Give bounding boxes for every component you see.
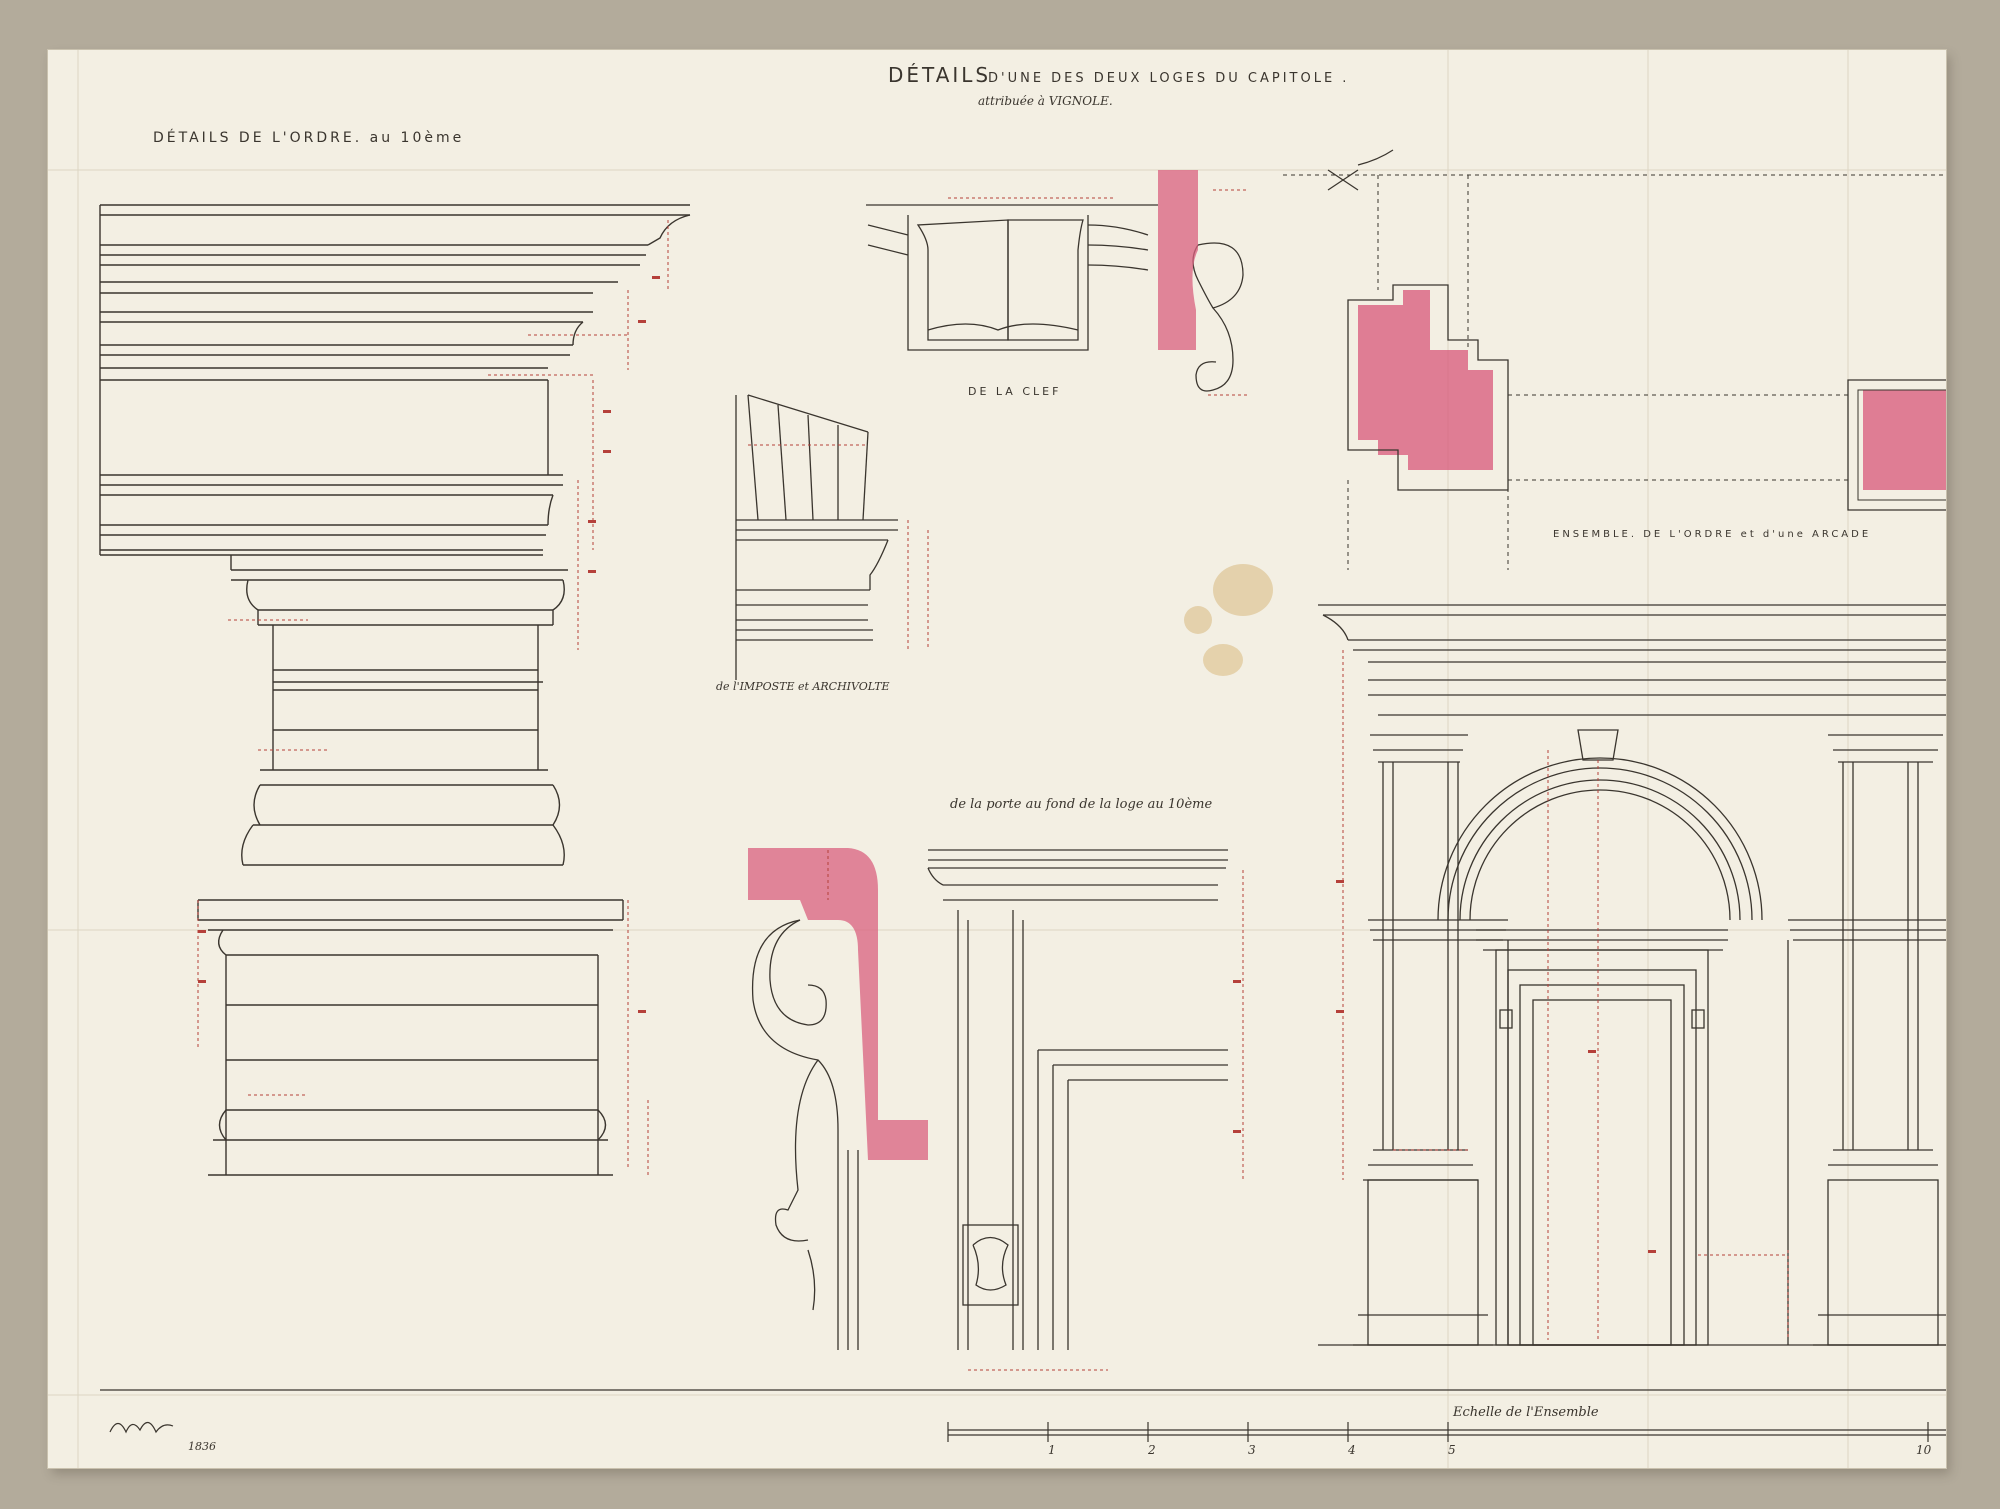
sheet-subtitle: attribuée à VIGNOLE. bbox=[978, 94, 1113, 108]
scale-number-10: 10 bbox=[1916, 1443, 1932, 1457]
porte-caption: de la porte au fond de la loge au 10ème bbox=[950, 797, 1212, 812]
paper-stains bbox=[1184, 564, 1273, 676]
order-dimension-lines bbox=[197, 220, 669, 1175]
imposte-caption: de l'IMPOSTE et ARCHIVOLTE bbox=[716, 680, 890, 693]
sheet-title-b: D'UNE DES DEUX LOGES DU CAPITOLE . bbox=[988, 71, 1349, 86]
impost-detail bbox=[735, 394, 898, 680]
north-arrow-mark bbox=[1327, 149, 1394, 191]
pier-plans bbox=[1347, 284, 1946, 511]
signature-year: 1836 bbox=[188, 1440, 216, 1453]
clef-caption: DE LA CLEF bbox=[968, 385, 1061, 398]
door-bracket-section-wash bbox=[748, 848, 928, 1160]
sheet-title-a: DÉTAILS bbox=[888, 63, 991, 87]
scale-number-3: 3 bbox=[1248, 1443, 1256, 1457]
impost-dimension-lines bbox=[748, 444, 929, 650]
scale-number-4: 4 bbox=[1347, 1443, 1356, 1457]
dimension-numeral-marks bbox=[198, 276, 1656, 1253]
construction-grid bbox=[48, 50, 1946, 1468]
scale-number-1: 1 bbox=[1048, 1443, 1056, 1457]
scale-number-2: 2 bbox=[1147, 1443, 1156, 1457]
plan-construction-lines bbox=[1283, 174, 1946, 570]
arcade-dimension-lines bbox=[1342, 650, 1789, 1340]
drawing-sheet: 1 2 3 4 5 10 DÉTAILS D'UNE DES DEUX LOGE… bbox=[48, 50, 1946, 1468]
order-detail-elevation bbox=[99, 204, 691, 1176]
ensemble-caption: ENSEMBLE. DE L'ORDRE et d'une ARCADE bbox=[1553, 529, 1871, 540]
keystone-detail bbox=[866, 204, 1244, 392]
scale-number-5: 5 bbox=[1448, 1443, 1456, 1457]
architectural-drawing: 1 2 3 4 5 10 DÉTAILS D'UNE DES DEUX LOGE… bbox=[48, 50, 1946, 1468]
scale-bar bbox=[100, 1389, 1946, 1442]
door-dimension-lines bbox=[827, 850, 1244, 1371]
door-bracket-detail bbox=[751, 919, 859, 1350]
scale-numbers: 1 2 3 4 5 10 bbox=[1048, 1443, 1932, 1457]
order-title: DÉTAILS DE L'ORDRE. au 10ème bbox=[153, 129, 464, 146]
arcade-elevation bbox=[1318, 604, 1946, 1346]
keystone-dimension-lines bbox=[948, 189, 1248, 396]
artist-signature: 1836 bbox=[109, 1421, 216, 1453]
door-frame-detail bbox=[927, 849, 1228, 1350]
keystone-section-wash bbox=[1158, 170, 1198, 350]
scale-caption: Echelle de l'Ensemble bbox=[1452, 1405, 1599, 1420]
